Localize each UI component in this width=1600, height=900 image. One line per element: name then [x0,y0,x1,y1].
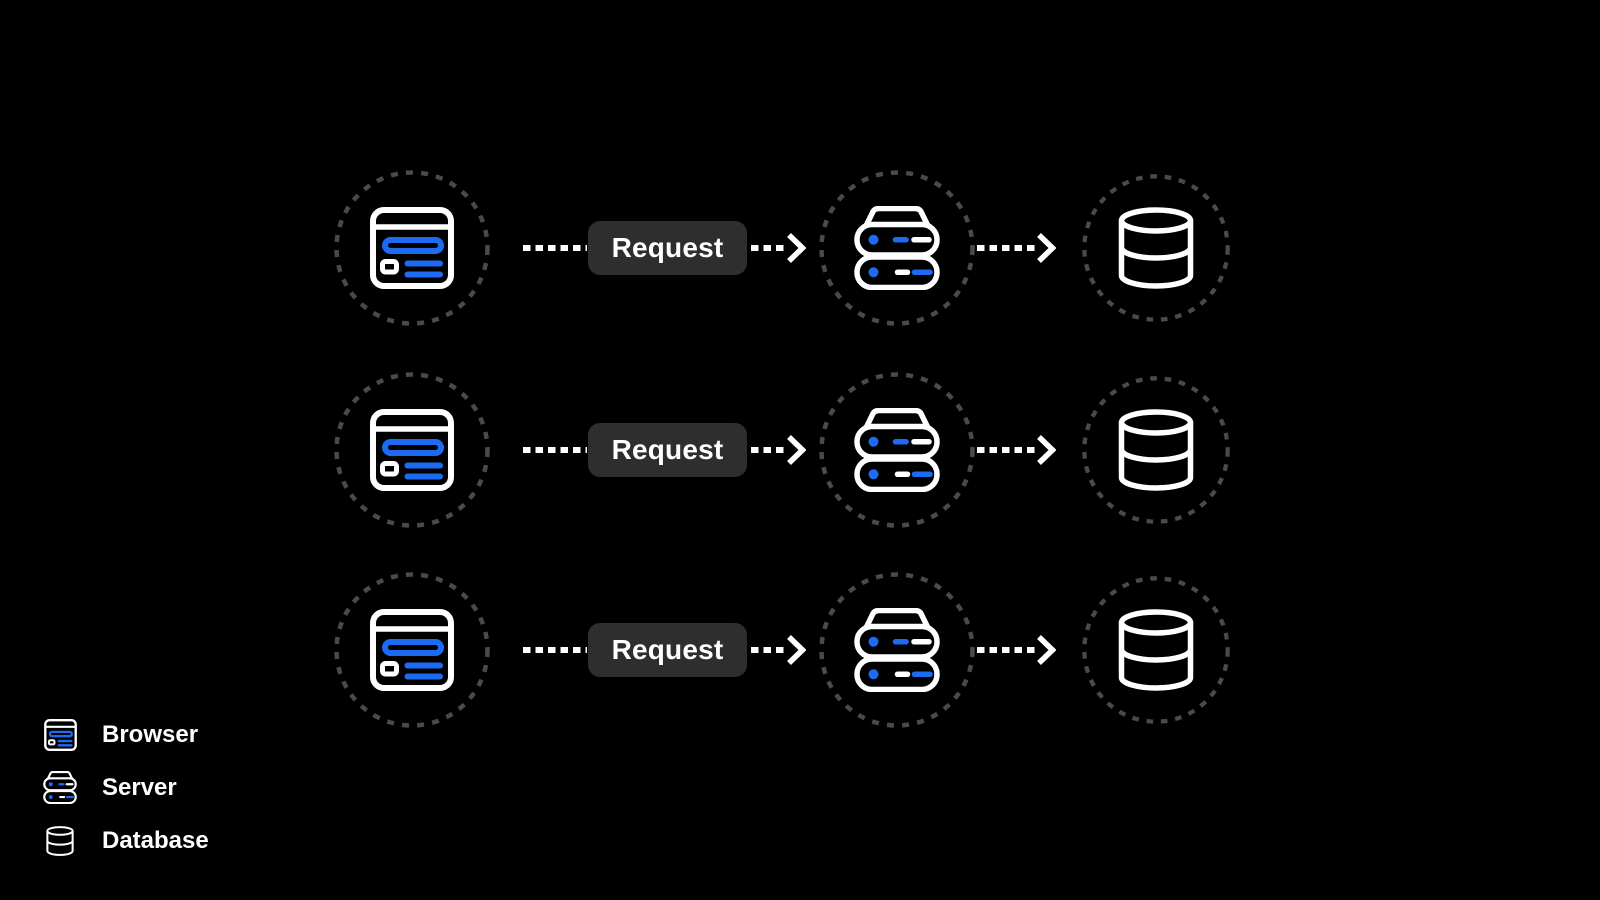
connector-request-to-server [751,447,788,453]
server-node [818,371,976,529]
dashed-circle [1082,376,1230,524]
browser-icon [43,718,77,751]
legend-item-server: Server [43,761,209,814]
arrowhead-icon [786,434,807,466]
database-node [1081,375,1231,525]
arrowhead-icon [786,634,807,666]
database-node [1081,575,1231,725]
dashed-circle [819,572,975,728]
browser-icon [333,371,491,529]
arrowhead-icon [1036,634,1057,666]
server-icon [818,169,976,327]
connector-browser-to-request [523,447,587,453]
request-button: Request [588,221,747,275]
request-button: Request [588,423,747,477]
database-icon [1081,375,1231,525]
legend-item-database: Database [43,814,209,867]
arrowhead-icon [1036,232,1057,264]
dashed-circle [1082,576,1230,724]
dashed-circle [819,170,975,326]
browser-node [333,371,491,529]
legend-label-browser: Browser [102,720,199,748]
connector-browser-to-request [523,647,587,653]
connector-request-to-server [751,245,788,251]
connector-server-to-database [977,245,1037,251]
dashed-circle [334,372,490,528]
server-icon [43,771,77,804]
connector-server-to-database [977,447,1037,453]
database-icon [1081,173,1231,323]
browser-icon [333,571,491,729]
server-node [818,169,976,327]
arrowhead-icon [786,232,807,264]
arrowhead-icon [1036,434,1057,466]
legend-item-browser: Browser [43,708,209,761]
dashed-circle [334,170,490,326]
connector-server-to-database [977,647,1037,653]
server-icon [818,371,976,529]
browser-node [333,169,491,327]
database-icon [1081,575,1231,725]
server-node [818,571,976,729]
server-icon [818,571,976,729]
legend-label-database: Database [102,826,209,854]
legend-label-server: Server [102,773,177,801]
request-button: Request [588,623,747,677]
browser-icon [333,169,491,327]
database-node [1081,173,1231,323]
dashed-circle [1082,174,1230,322]
legend: Browser Server Database [43,708,209,867]
dashed-circle [334,572,490,728]
connector-browser-to-request [523,245,587,251]
browser-node [333,571,491,729]
connector-request-to-server [751,647,788,653]
dashed-circle [819,372,975,528]
database-icon [43,825,77,856]
